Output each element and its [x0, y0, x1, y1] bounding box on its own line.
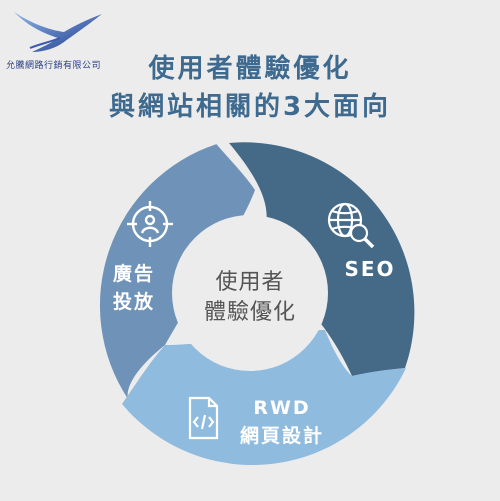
- company-logo: 允騰網路行銷有限公司: [6, 8, 116, 71]
- segment-ads-line1: 廣告: [112, 263, 155, 285]
- center-line2: 體驗優化: [203, 300, 296, 325]
- segment-seo: [229, 142, 415, 376]
- page-title: 使用者體驗優化: [148, 54, 352, 84]
- segment-ads-label: 廣告 投放: [104, 260, 164, 316]
- globe-search-icon: [327, 202, 375, 249]
- page-subtitle: 與網站相關的3大面向: [108, 92, 392, 122]
- center-label: 使用者 體驗優化: [180, 268, 320, 328]
- center-circle: [172, 215, 328, 371]
- eagle-logo-icon: [14, 12, 102, 52]
- segment-rwd-label: RWD 網頁設計: [232, 394, 332, 450]
- target-person-icon: [127, 201, 173, 247]
- center-line1: 使用者: [215, 270, 285, 295]
- segment-rwd-line1: RWD: [253, 397, 311, 419]
- segment-rwd-line2: 網頁設計: [239, 425, 324, 447]
- company-name: 允騰網路行銷有限公司: [6, 61, 102, 71]
- segment-seo-label: SEO: [344, 257, 396, 281]
- segment-rwd: [122, 330, 406, 466]
- code-file-icon: [188, 396, 219, 440]
- segment-ads-line2: 投放: [112, 291, 155, 313]
